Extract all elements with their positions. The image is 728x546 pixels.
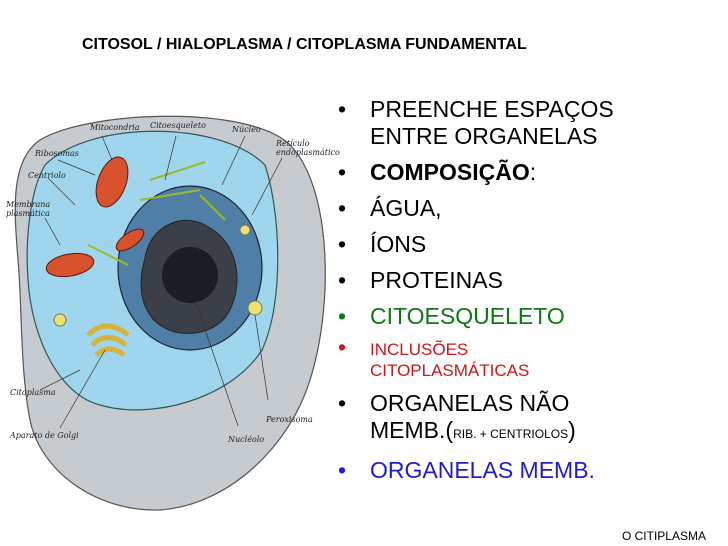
label-golgi: Aparato de Golgi [9, 431, 79, 440]
nucleolus [162, 247, 218, 303]
label-peroxisoma: Peroxisoma [265, 415, 313, 424]
bullet-item: •ÁGUA, [338, 195, 442, 221]
vesicle [247, 300, 263, 316]
label-lines [39, 135, 283, 429]
label-membrana-1: Membrana [5, 200, 50, 209]
label-ribosomas: Ribosomas [34, 149, 79, 158]
vesicle [53, 313, 67, 327]
mitochondrion [45, 252, 95, 278]
cytoskeleton [87, 161, 226, 266]
bullet-item: •PROTEINAS [338, 267, 503, 293]
label-mitocondria: Mitocondria [89, 123, 140, 132]
label-nucleo: Núcleo [231, 125, 261, 134]
label-nucleolo: Nucléolo [227, 435, 264, 444]
vesicle [239, 224, 251, 236]
footer-label: O CITIPLASMA [621, 529, 706, 543]
bullet-item: •COMPOSIÇÃO: [338, 159, 537, 185]
label-membrana-2: plasmática [6, 209, 50, 218]
mitochondrion [115, 228, 145, 252]
label-reticulo-1: Retículo [275, 139, 310, 148]
label-citoesqueleto: Citoesqueleto [150, 121, 206, 130]
bullet-item: •ÍONS [338, 231, 427, 257]
bullet-item: •CITOESQUELETO [338, 303, 565, 329]
golgi-apparatus [86, 323, 130, 358]
label-citoplasma: Citoplasma [10, 388, 56, 397]
mitochondrion [95, 156, 129, 208]
cell-diagram: Mitocondria Citoesqueleto Núcleo Retícul… [5, 115, 340, 511]
label-reticulo-2: endoplasmático [276, 148, 340, 157]
bullet-item: •ORGANELAS MEMB. [338, 457, 595, 483]
label-centriolo: Centriolo [28, 171, 66, 180]
slide-title: CITOSOL / HIALOPLASMA / CITOPLASMA FUNDA… [82, 36, 527, 53]
